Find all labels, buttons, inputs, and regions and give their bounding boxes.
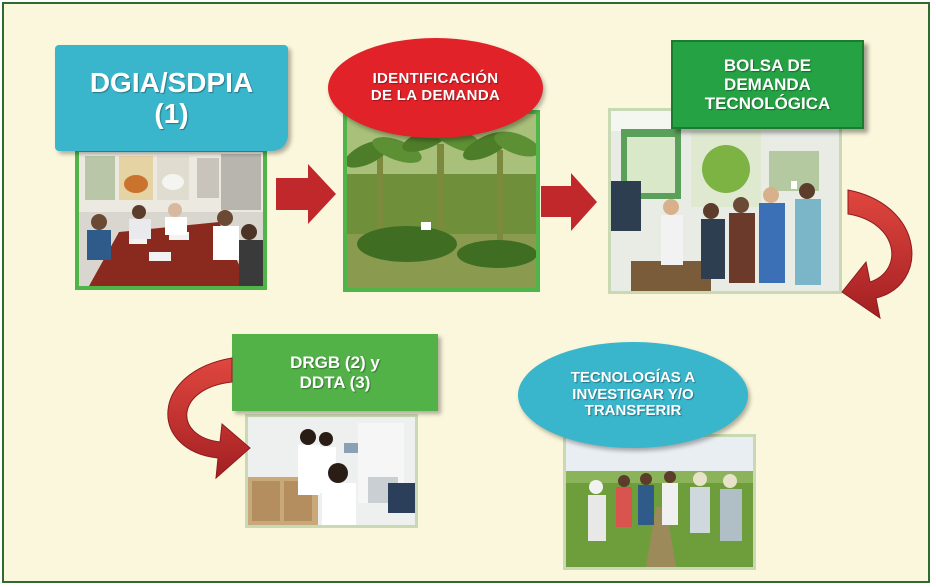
bolsa-demanda-label: BOLSA DE DEMANDA TECNOLÓGICA [671, 40, 864, 129]
expo-stand-photo [608, 108, 842, 294]
banana-field-photo [343, 110, 540, 292]
drgb-line2: DDTA (3) [299, 372, 371, 392]
bolsa-line2: DEMANDA [724, 74, 811, 94]
dgia-sdpia-line2: (1) [154, 98, 189, 129]
identificacion-line1: IDENTIFICACIÓN [372, 70, 499, 88]
dgia-sdpia-line1: DGIA/SDPIA [89, 66, 254, 98]
field-group-photo [563, 434, 756, 570]
bolsa-line3: TECNOLÓGICA [704, 94, 831, 114]
tecnologias-label: TECNOLOGÍAS A INVESTIGAR Y/O TRANSFERIR [518, 342, 748, 448]
meeting-photo [75, 148, 267, 290]
drgb-ddta-label: DRGB (2) y DDTA (3) [232, 334, 438, 411]
identificacion-demanda-label: IDENTIFICACIÓN DE LA DEMANDA [328, 38, 543, 138]
identificacion-line2: DE LA DEMANDA [370, 87, 501, 104]
laboratory-photo [245, 414, 418, 528]
tecnologias-line2: INVESTIGAR Y/O [572, 385, 694, 403]
tecnologias-line1: TECNOLOGÍAS A [570, 368, 696, 386]
tecnologias-line3: TRANSFERIR [584, 402, 682, 420]
drgb-line1: DRGB (2) y [290, 353, 380, 373]
bolsa-line1: BOLSA DE [723, 55, 812, 75]
dgia-sdpia-label: DGIA/SDPIA (1) [55, 45, 288, 151]
